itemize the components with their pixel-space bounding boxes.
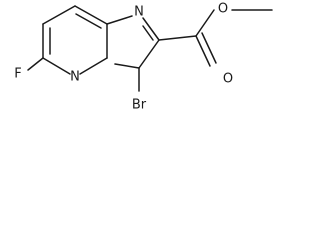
bond-c6-f — [27, 57, 44, 71]
fluorine-label: F — [14, 67, 21, 82]
bond-n1-c2 — [142, 17, 160, 41]
bond-carbonyl-ester-o — [195, 9, 215, 37]
substituent-bonds — [27, 9, 273, 92]
bond-c3-n4 — [114, 63, 140, 69]
bond-c8-c8a — [42, 5, 76, 25]
six-membered-ring — [42, 5, 108, 75]
bond-carbonyl-o-inner — [201, 32, 217, 64]
carbonyl-oxygen-label: O — [223, 72, 233, 87]
atom-labels: F N N Br O O — [14, 2, 233, 113]
bond-n1-c2-inner — [142, 25, 154, 41]
bond-c7-c8-inner — [75, 13, 102, 29]
bond-c7-n1 — [106, 15, 133, 25]
bond-carbonyl-o — [195, 35, 211, 67]
five-membered-ring — [106, 15, 160, 69]
ester-oxygen-label: O — [218, 2, 228, 17]
bond-c2-carbonyl — [158, 35, 197, 41]
nitrogen-bridge-label: N — [70, 70, 80, 85]
bromine-label: Br — [132, 98, 147, 113]
bond-c2-c3 — [138, 39, 160, 69]
bond-c7-c8 — [74, 5, 108, 25]
chemical-structure-diagram: F N N Br O O — [14, 2, 273, 113]
bond-c6-n4 — [79, 57, 108, 75]
bond-c5-c6 — [42, 57, 71, 75]
nitrogen-top-label: N — [134, 5, 144, 20]
